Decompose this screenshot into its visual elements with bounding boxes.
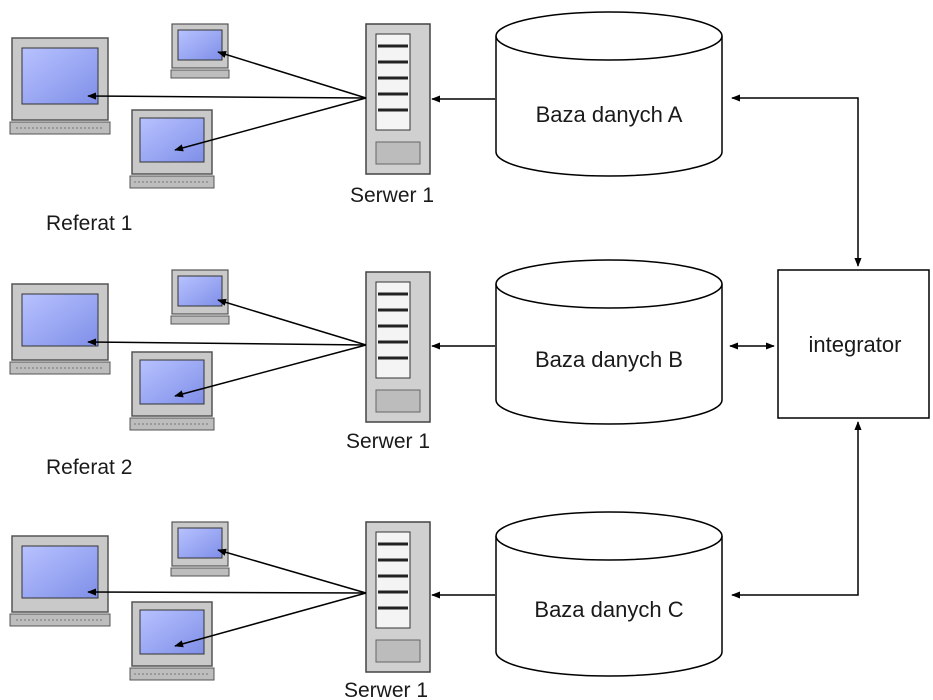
- workstation-icon: [170, 269, 230, 325]
- workstation-icon: [129, 109, 215, 189]
- server-icon: [365, 271, 431, 423]
- server-icon: [365, 23, 431, 175]
- workstation-icon: [129, 351, 215, 431]
- server-label: Serwer 1: [350, 184, 434, 207]
- connection-line: [87, 588, 367, 596]
- connection-line: [217, 298, 367, 346]
- group-c: Baza danych C Serwer 1: [9, 511, 723, 700]
- database-cylinder: [495, 259, 723, 425]
- server-icon: [365, 521, 431, 673]
- server-label: Serwer 1: [344, 679, 428, 700]
- connection-line: [87, 92, 367, 100]
- connection-line: [217, 50, 367, 99]
- connection-line: [731, 421, 862, 599]
- workstation-icon: [129, 601, 215, 681]
- connection-line: [87, 338, 367, 346]
- integrator-box: integrator: [777, 269, 930, 419]
- connection-line: [174, 344, 367, 398]
- group-a: Baza danych A Serwer 1 Referat 1: [9, 11, 723, 235]
- database-label: Baza danych C: [534, 597, 683, 622]
- database-label: Baza danych B: [535, 347, 683, 372]
- database-cylinder: [495, 11, 723, 177]
- integrator-label: integrator: [809, 332, 902, 357]
- workstation-icon: [170, 23, 230, 79]
- workgroup-label: Referat 1: [46, 212, 132, 235]
- connection-line: [174, 592, 367, 648]
- connection-line: [731, 94, 862, 267]
- workstation-icon: [9, 535, 111, 627]
- database-label: Baza danych A: [536, 102, 683, 127]
- workgroup-label: Referat 2: [46, 456, 132, 479]
- workstation-icon: [9, 283, 111, 375]
- workstation-icon: [9, 37, 111, 135]
- group-b: Baza danych B Serwer 1 Referat 2: [9, 259, 723, 479]
- database-cylinder: [495, 511, 723, 677]
- connection-line: [174, 97, 367, 152]
- server-label: Serwer 1: [346, 430, 430, 453]
- workstation-icon: [170, 521, 230, 577]
- connection-line: [217, 548, 367, 594]
